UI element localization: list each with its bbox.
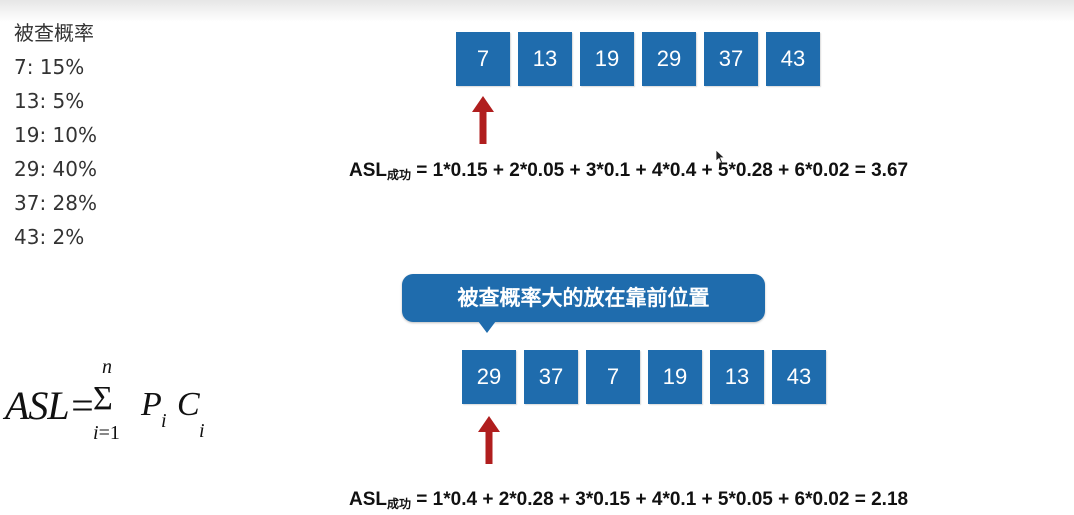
asl-label: ASL: [349, 160, 387, 181]
asl-equation-reordered: ASL成功 = 1*0.4 + 2*0.28 + 3*0.15 + 4*0.1 …: [349, 489, 908, 512]
asl-equation-original: ASL成功 = 1*0.15 + 2*0.05 + 3*0.1 + 4*0.4 …: [349, 160, 908, 183]
sequence-box: 37: [524, 350, 578, 404]
sequence-box: 29: [642, 32, 696, 86]
asl-subscript: 成功: [387, 497, 412, 511]
asl-formula: ASL= n Σ i=1 P i C i: [5, 352, 215, 452]
asl-subscript: 成功: [387, 168, 412, 182]
mouse-cursor-icon: [715, 149, 726, 164]
probability-item: 7: 15%: [14, 55, 85, 79]
probability-item: 37: 28%: [14, 191, 97, 215]
formula-lower-eq: =1: [98, 422, 120, 444]
asl-label: ASL: [349, 489, 387, 510]
formula-c-subscript: i: [199, 420, 205, 442]
asl-expression: = 1*0.15 + 2*0.05 + 3*0.1 + 4*0.4 + 5*0.…: [411, 160, 909, 181]
formula-lhs: ASL=: [5, 383, 96, 428]
probability-list-title: 被查概率: [14, 21, 94, 45]
sequence-box: 43: [772, 350, 826, 404]
sequence-box: 29: [462, 350, 516, 404]
sequence-box: 43: [766, 32, 820, 86]
formula-p-subscript: i: [161, 410, 167, 432]
probability-list: 被查概率 7: 15% 13: 5% 19: 10% 29: 40% 37: 2…: [14, 16, 97, 254]
arrow-up-icon: [478, 416, 500, 464]
callout-pointer: [478, 321, 496, 333]
sequence-box: 19: [580, 32, 634, 86]
formula-sigma: Σ: [93, 380, 113, 417]
formula-lower-var: i: [93, 422, 99, 444]
arrow-up-icon: [472, 96, 494, 144]
formula-c: C: [177, 386, 200, 423]
sequence-box: 7: [456, 32, 510, 86]
asl-expression: = 1*0.4 + 2*0.28 + 3*0.15 + 4*0.1 + 5*0.…: [411, 489, 909, 510]
probability-item: 13: 5%: [14, 89, 85, 113]
formula-lower-limit: i=1: [93, 422, 120, 445]
callout-bubble: 被查概率大的放在靠前位置: [402, 274, 765, 322]
sequence-box: 13: [710, 350, 764, 404]
probability-item: 29: 40%: [14, 157, 97, 181]
sequence-box: 19: [648, 350, 702, 404]
probability-item: 19: 10%: [14, 123, 97, 147]
sequence-box: 13: [518, 32, 572, 86]
sequence-box: 37: [704, 32, 758, 86]
probability-item: 43: 2%: [14, 225, 85, 249]
formula-upper-limit: n: [102, 356, 112, 378]
formula-p: P: [141, 386, 162, 423]
sequence-box: 7: [586, 350, 640, 404]
